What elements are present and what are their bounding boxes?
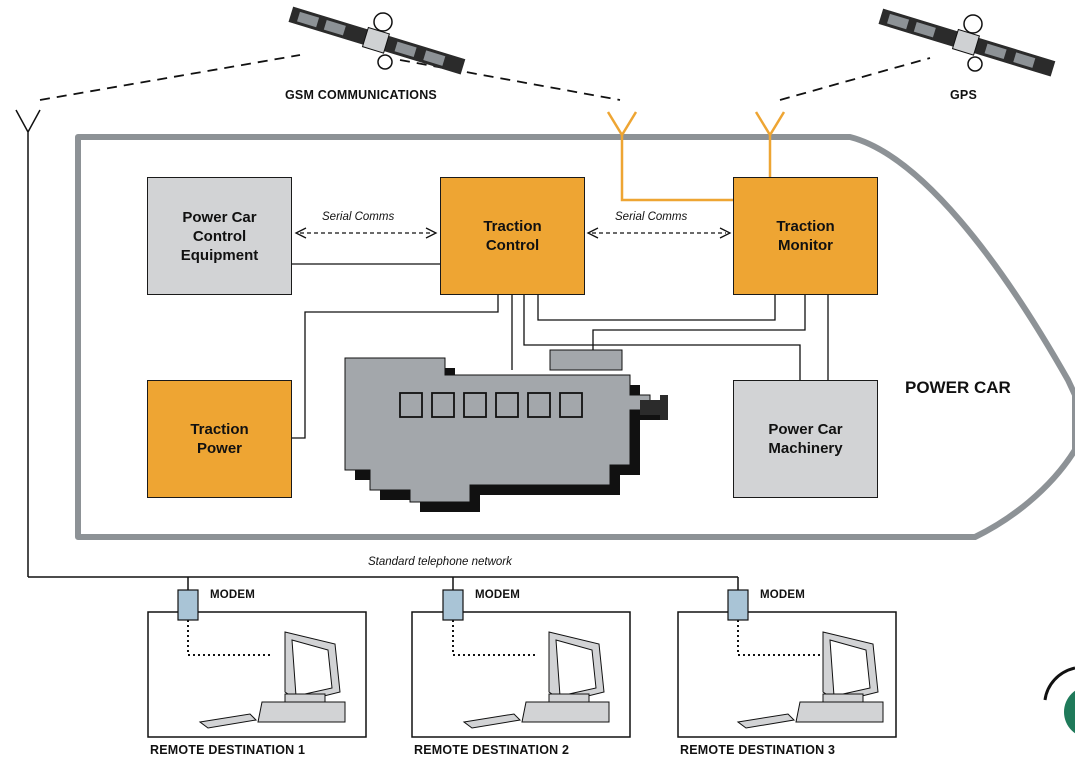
satellite-links bbox=[39, 54, 931, 101]
serial-comms-left-label: Serial Comms bbox=[322, 211, 395, 223]
logo-fragment-icon bbox=[1043, 666, 1075, 734]
computer-icon-1 bbox=[198, 631, 346, 729]
modem-label-2: MODEM bbox=[475, 589, 521, 601]
power-car-control-equipment-label: Power Car Control Equipment bbox=[180, 208, 259, 264]
power-car-control-equipment-box: Power Car Control Equipment bbox=[147, 177, 292, 295]
gps-satellite-icon bbox=[878, 8, 1056, 77]
gps-label: GPS bbox=[950, 88, 977, 102]
modem-label-3: MODEM bbox=[760, 589, 806, 601]
power-car-machinery-label: Power Car Machinery bbox=[768, 421, 843, 457]
computer-icon-3 bbox=[736, 631, 884, 729]
serial-comms-arrows bbox=[294, 227, 732, 239]
traction-monitor-label: Traction Monitor bbox=[776, 218, 835, 254]
remote-destination-3-label: REMOTE DESTINATION 3 bbox=[680, 743, 836, 757]
traction-control-label: Traction Control bbox=[483, 218, 542, 254]
traction-power-box: Traction Power bbox=[147, 380, 292, 498]
remote-destination-1-label: REMOTE DESTINATION 1 bbox=[150, 743, 306, 757]
serial-comms-right-label: Serial Comms bbox=[615, 211, 688, 223]
telephone-network-line bbox=[28, 576, 739, 592]
power-car-machinery-box: Power Car Machinery bbox=[733, 380, 878, 498]
traction-control-box: Traction Control bbox=[440, 177, 585, 295]
main-antenna bbox=[15, 109, 41, 577]
gsm-satellite-icon bbox=[288, 6, 466, 75]
remote-destination-2-label: REMOTE DESTINATION 2 bbox=[414, 743, 570, 757]
power-car-label: POWER CAR bbox=[905, 378, 1011, 397]
telephone-network-label: Standard telephone network bbox=[368, 556, 512, 568]
traction-monitor-box: Traction Monitor bbox=[733, 177, 878, 295]
orange-antennas bbox=[606, 111, 786, 202]
modem-dotted-links bbox=[187, 620, 822, 656]
gsm-label: GSM COMMUNICATIONS bbox=[285, 88, 437, 102]
traction-power-label: Traction Power bbox=[190, 421, 249, 457]
computer-icon-2 bbox=[462, 631, 610, 729]
wiring bbox=[292, 263, 829, 439]
remote-destination-boxes bbox=[147, 611, 897, 738]
modem-label-1: MODEM bbox=[210, 589, 256, 601]
modem-icons bbox=[177, 589, 749, 621]
power-car-outline bbox=[75, 134, 1075, 540]
engine-icon bbox=[344, 349, 668, 512]
